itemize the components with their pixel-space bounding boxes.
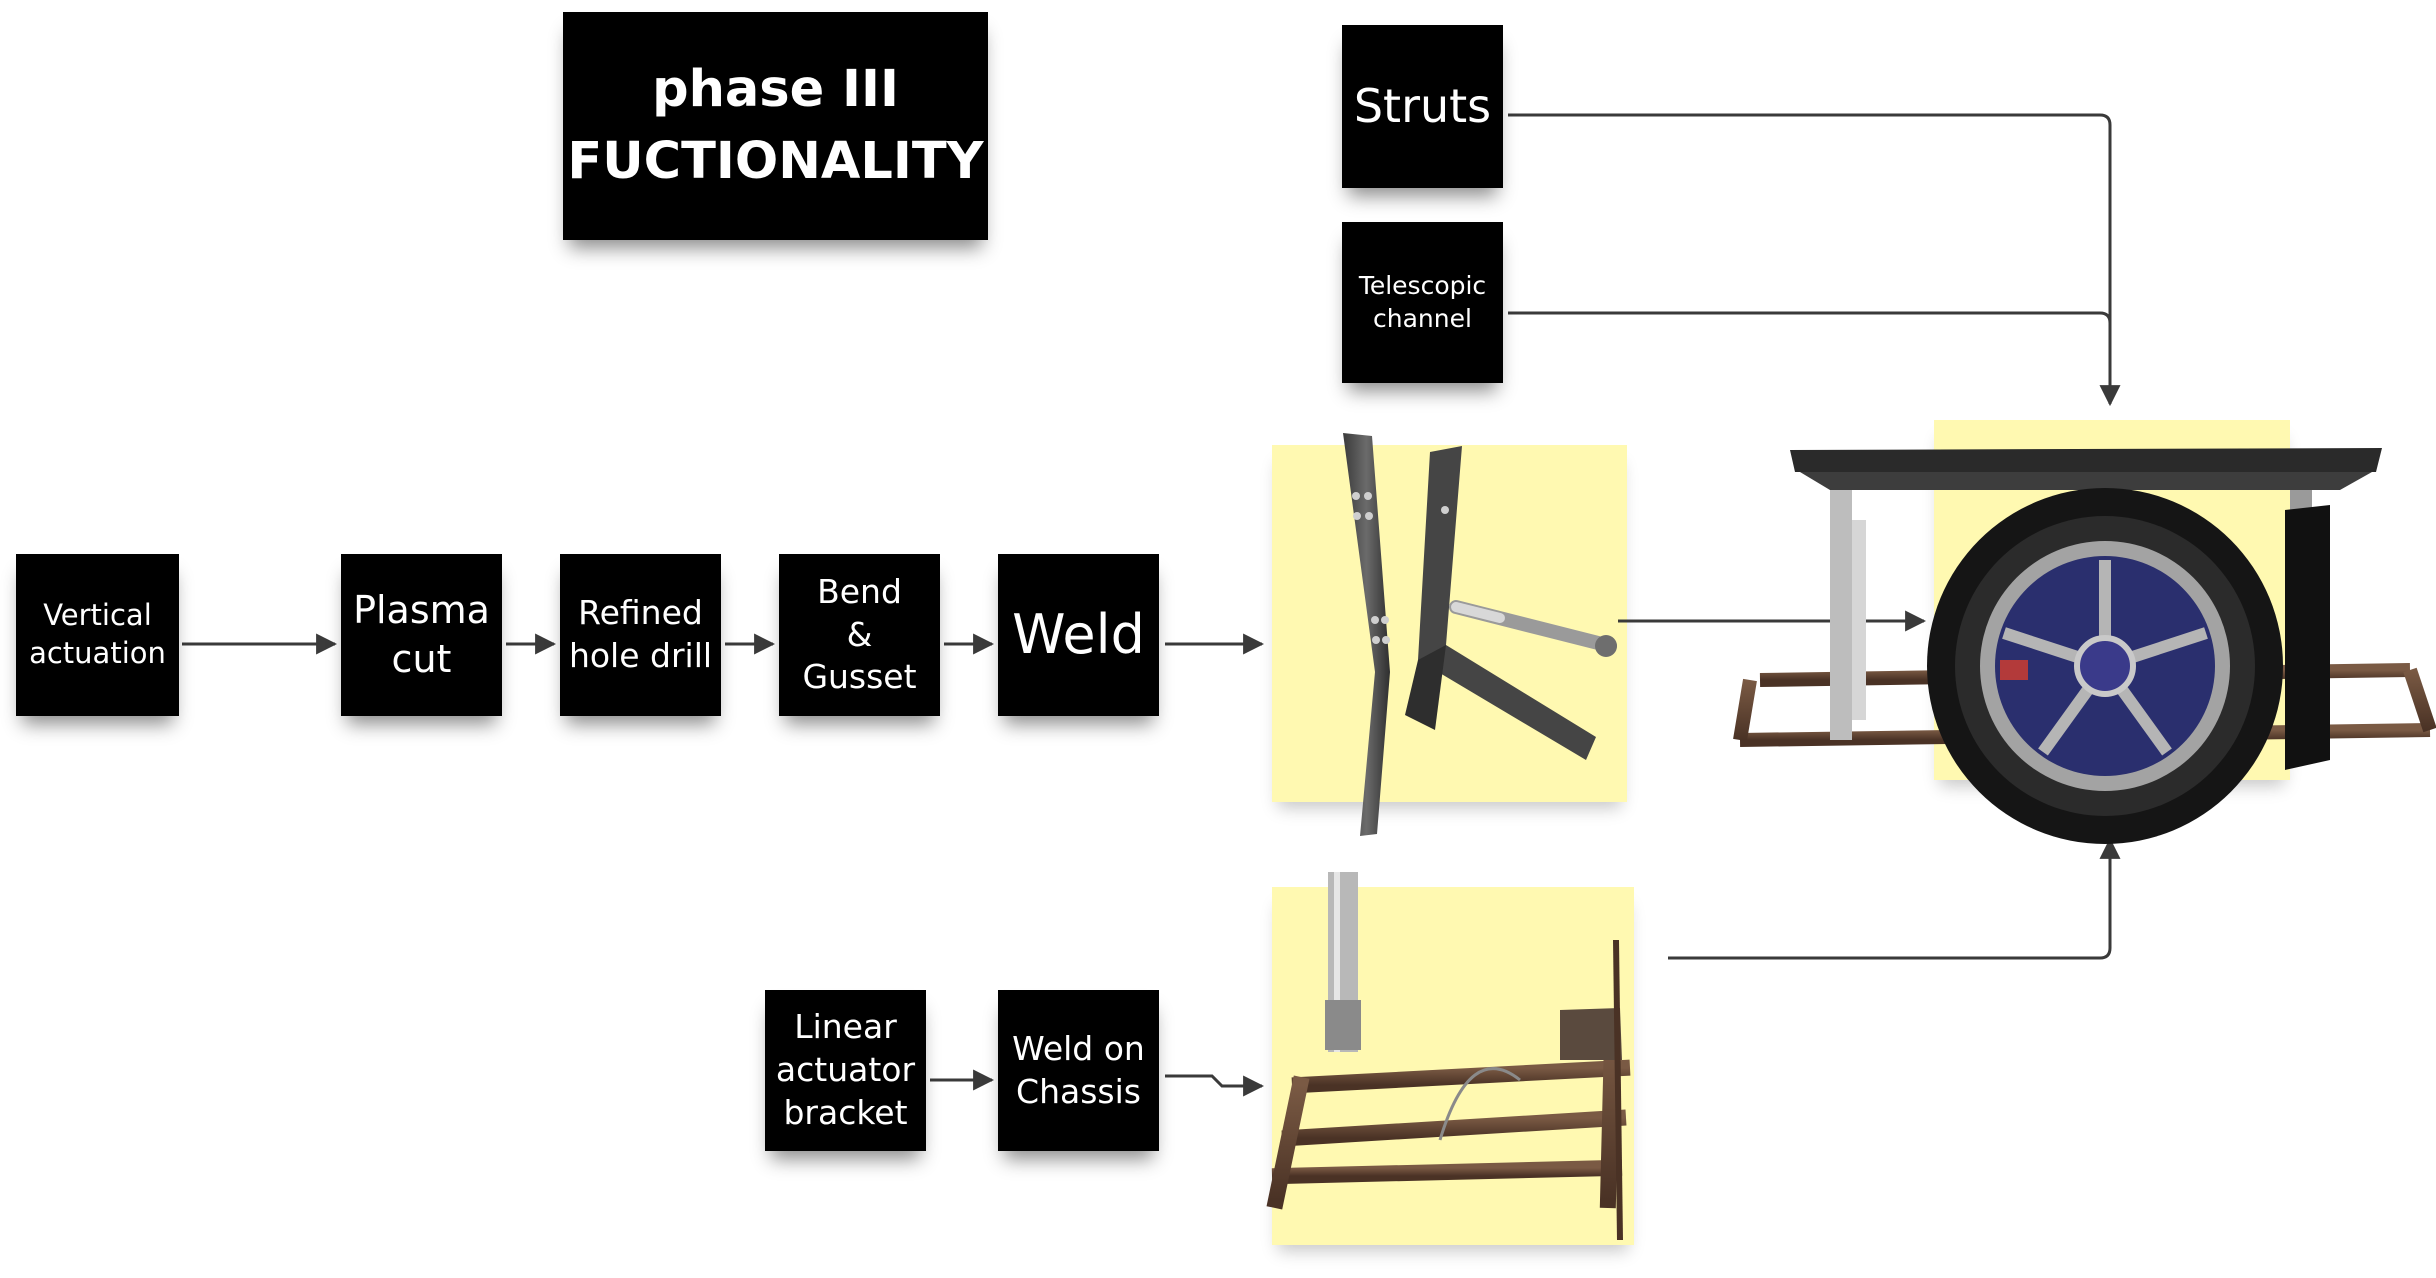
struts-label: Struts (1353, 78, 1492, 133)
vertical-actuation-label: Vertical actuation (29, 598, 166, 670)
struts-note[interactable]: Struts (1342, 25, 1503, 188)
arrow-struts-to-cart (1508, 113, 2121, 407)
telescopic-channel-note[interactable]: Telescopic channel (1342, 222, 1503, 383)
plasma-cut-note[interactable]: Plasma cut (341, 554, 502, 716)
telescopic-channel-label: Telescopic channel (1358, 271, 1487, 333)
weld-note[interactable]: Weld (998, 554, 1159, 716)
vertical-actuation-note[interactable]: Vertical actuation (16, 554, 179, 716)
plasma-cut-label: Plasma cut (353, 587, 490, 681)
arrow-chassis-photo-to-cart (1668, 837, 2121, 960)
weld-label: Weld (1012, 602, 1145, 666)
bend-gusset-label: Bend & Gusset (802, 571, 917, 697)
phase-title-line1: phase III (652, 59, 899, 119)
refined-hole-drill-label: Refined hole drill (568, 593, 713, 675)
arrow-weld-chassis-to-photo (1165, 1074, 1265, 1097)
phase-title-note[interactable]: phase III FUCTIONALITY (563, 12, 988, 240)
refined-hole-drill-note[interactable]: Refined hole drill (560, 554, 721, 716)
bend-gusset-note[interactable]: Bend & Gusset (779, 554, 940, 716)
linear-actuator-bracket-note[interactable]: Linear actuator bracket (765, 990, 926, 1151)
chassis-frame-illustration (1266, 872, 1631, 1241)
arrow-telescopic-to-cart (1508, 311, 2112, 330)
linear-actuator-bracket-label: Linear actuator bracket (775, 1007, 916, 1132)
weld-on-chassis-note[interactable]: Weld on Chassis (998, 990, 1159, 1151)
bent-bracket-illustration (1343, 433, 1617, 836)
weld-on-chassis-label: Weld on Chassis (1012, 1028, 1145, 1111)
cart-wheel-illustration (1733, 448, 2436, 844)
phase-title-line2: FUCTIONALITY (567, 132, 984, 191)
